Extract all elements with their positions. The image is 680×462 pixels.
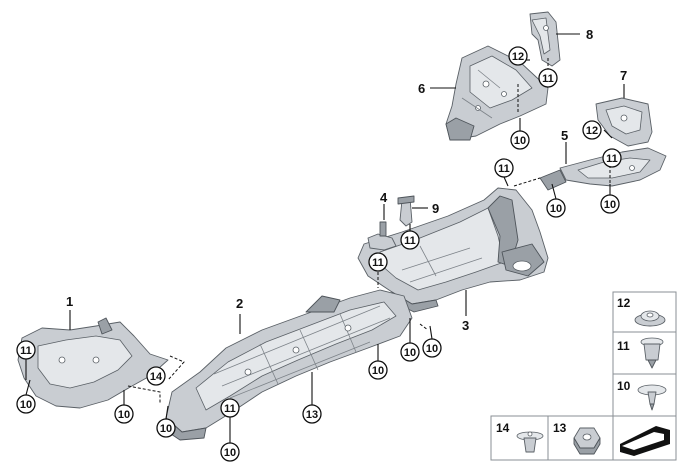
svg-text:10: 10 bbox=[426, 343, 438, 355]
part-number-9: 9 bbox=[432, 201, 439, 216]
part-7-bracket[interactable] bbox=[595, 97, 653, 147]
part-number-2: 2 bbox=[236, 296, 243, 311]
svg-text:11: 11 bbox=[606, 153, 618, 165]
callout-leaders bbox=[25, 118, 611, 443]
part-number-6: 6 bbox=[418, 81, 425, 96]
callout-10-part2-left[interactable]: 10 bbox=[156, 418, 176, 438]
callout-11-part7[interactable]: 11 bbox=[602, 148, 622, 168]
part-number-5: 5 bbox=[561, 128, 568, 143]
callout-11-part2[interactable]: 11 bbox=[220, 398, 240, 418]
svg-text:12: 12 bbox=[586, 125, 598, 137]
callout-10-part1-center[interactable]: 10 bbox=[114, 404, 134, 424]
callout-12-part8[interactable]: 12 bbox=[508, 46, 528, 66]
svg-text:10: 10 bbox=[118, 409, 130, 421]
svg-text:10: 10 bbox=[550, 203, 562, 215]
svg-text:12: 12 bbox=[617, 296, 631, 310]
part-number-4: 4 bbox=[380, 190, 388, 205]
callout-14-part1[interactable]: 14 bbox=[146, 366, 166, 386]
svg-text:11: 11 bbox=[617, 339, 630, 353]
callout-10-part5-left[interactable]: 10 bbox=[546, 198, 566, 218]
part-2-underbody-shield[interactable] bbox=[161, 289, 413, 441]
part-number-8: 8 bbox=[586, 27, 593, 42]
part-1-front-shield[interactable] bbox=[17, 317, 169, 409]
part-9-clip[interactable] bbox=[397, 195, 415, 227]
part-number-3: 3 bbox=[462, 318, 469, 333]
svg-text:13: 13 bbox=[306, 409, 318, 421]
callout-10-part5-right[interactable]: 10 bbox=[600, 194, 620, 214]
callout-12-part7[interactable]: 12 bbox=[582, 120, 602, 140]
part-3-underbody-shield[interactable] bbox=[357, 187, 549, 313]
part-number-7: 7 bbox=[620, 68, 627, 83]
svg-text:14: 14 bbox=[496, 421, 510, 435]
callout-10-part3-left[interactable]: 10 bbox=[400, 342, 420, 362]
svg-text:12: 12 bbox=[512, 51, 524, 63]
callout-10-part3-right[interactable]: 10 bbox=[422, 338, 442, 358]
svg-text:10: 10 bbox=[604, 199, 616, 211]
legend-item-11-clip[interactable]: 11 bbox=[617, 337, 664, 369]
part-6-bracket[interactable] bbox=[445, 45, 549, 141]
direction-arrow-icon bbox=[620, 426, 670, 456]
callout-13-part2[interactable]: 13 bbox=[302, 404, 322, 424]
callout-11-part8[interactable]: 11 bbox=[538, 68, 558, 88]
callout-11-part9[interactable]: 11 bbox=[400, 230, 420, 250]
svg-text:10: 10 bbox=[224, 447, 236, 459]
callout-11-part1[interactable]: 11 bbox=[16, 340, 36, 360]
leader-lines bbox=[69, 33, 625, 334]
svg-text:11: 11 bbox=[542, 73, 554, 85]
callout-10-part2-bottom[interactable]: 10 bbox=[220, 442, 240, 462]
svg-text:10: 10 bbox=[617, 379, 631, 393]
part-8-bracket[interactable] bbox=[529, 11, 561, 67]
legend-item-10-rivet[interactable]: 10 bbox=[617, 379, 667, 411]
callout-10-part2-right[interactable]: 10 bbox=[368, 360, 388, 380]
svg-text:10: 10 bbox=[372, 365, 384, 377]
callout-10-part6[interactable]: 10 bbox=[510, 130, 530, 150]
legend-item-13-hex-nut[interactable]: 13 bbox=[553, 421, 601, 455]
part-4-clip[interactable] bbox=[367, 221, 397, 251]
legend-item-14-push-clip[interactable]: 14 bbox=[496, 421, 544, 453]
callout-11-part4[interactable]: 11 bbox=[368, 252, 388, 272]
part-5-shield[interactable] bbox=[539, 147, 667, 191]
svg-text:10: 10 bbox=[514, 135, 526, 147]
part-number-1: 1 bbox=[66, 294, 73, 309]
svg-text:10: 10 bbox=[404, 347, 416, 359]
svg-text:11: 11 bbox=[224, 403, 236, 415]
svg-text:11: 11 bbox=[404, 235, 416, 247]
svg-text:11: 11 bbox=[372, 257, 384, 269]
callout-11-part5[interactable]: 11 bbox=[494, 158, 514, 178]
svg-text:11: 11 bbox=[20, 345, 32, 357]
svg-text:11: 11 bbox=[498, 163, 510, 175]
svg-text:10: 10 bbox=[160, 423, 172, 435]
svg-text:14: 14 bbox=[150, 371, 163, 383]
svg-text:13: 13 bbox=[553, 421, 567, 435]
svg-text:10: 10 bbox=[20, 399, 32, 411]
legend-item-12-nut[interactable]: 12 bbox=[617, 296, 666, 327]
callout-10-part1[interactable]: 10 bbox=[16, 394, 36, 414]
